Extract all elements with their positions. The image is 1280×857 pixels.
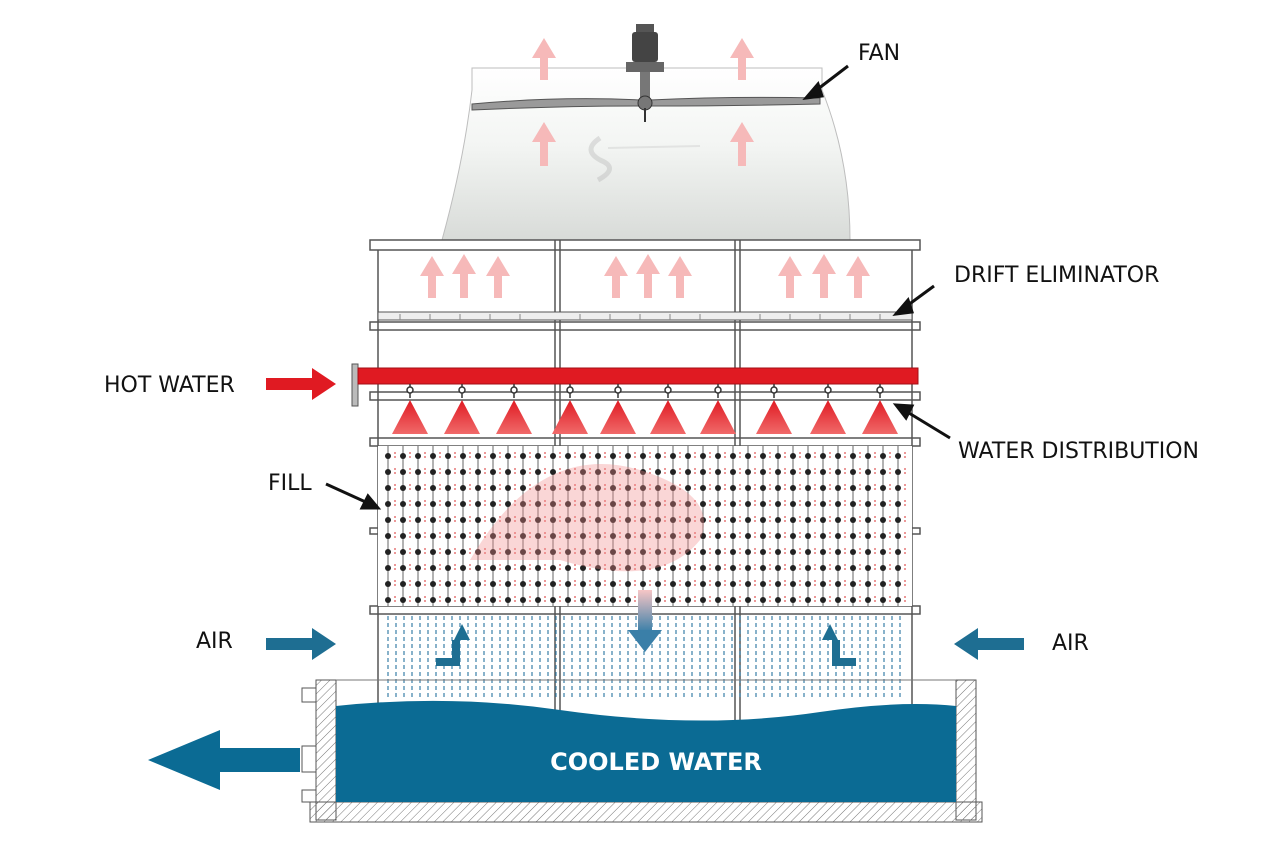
water-distribution-nozzles — [392, 384, 898, 434]
fill-media — [378, 446, 912, 606]
cooled-water-outlet-arrow — [148, 730, 300, 790]
hot-water-label: HOT WATER — [104, 373, 235, 398]
fill-label: FILL — [268, 471, 312, 496]
spraco-logo-watermark — [588, 135, 701, 183]
cooled-water-label: COOLED WATER — [550, 748, 762, 776]
hot-water-inlet-arrow — [266, 368, 336, 400]
air-flow-arrows-fan — [532, 38, 754, 166]
drift-eliminator — [377, 311, 913, 321]
air-inlet-arrow-left — [266, 628, 336, 660]
drift-eliminator-label: DRIFT ELIMINATOR — [954, 263, 1159, 288]
water-distribution-label: WATER DISTRIBUTION — [958, 439, 1199, 464]
falling-water-arrow — [628, 590, 662, 652]
air-flow-arrows-plenum — [420, 254, 870, 298]
air-label-right: AIR — [1052, 631, 1089, 656]
hot-water-header-pipe — [351, 363, 919, 407]
fan-icon — [471, 24, 821, 122]
leader-lines — [325, 64, 951, 510]
air-label-left: AIR — [196, 629, 233, 654]
inner-air-arrows — [436, 624, 856, 666]
cold-water-basin — [301, 679, 983, 823]
air-inlet-arrow-right — [954, 628, 1024, 660]
fan-label: FAN — [858, 41, 900, 66]
